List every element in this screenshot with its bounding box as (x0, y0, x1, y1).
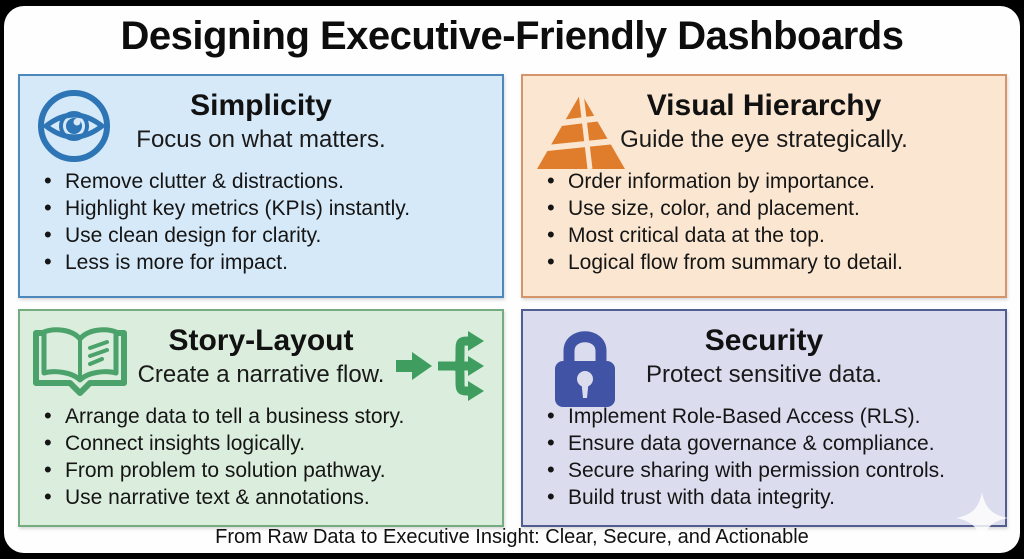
bullet-item: From problem to solution pathway. (42, 456, 502, 484)
bullet-item: Highlight key metrics (KPIs) instantly. (42, 194, 502, 222)
quadrant-story-layout: Story-Layout Create a narrative flow. Ar… (18, 309, 504, 527)
quadrant-header: Simplicity Focus on what matters. (20, 76, 502, 162)
quadrant-title: Security (704, 324, 824, 357)
quadrant-security: Security Protect sensitive data. Impleme… (521, 309, 1007, 527)
quadrant-subtitle: Protect sensitive data. (645, 361, 883, 388)
eye-icon (36, 88, 112, 169)
bullet-item: Use narrative text & annotations. (42, 483, 502, 511)
bullet-item: Arrange data to tell a business story. (42, 402, 502, 430)
quadrant-title: Visual Hierarchy (646, 89, 882, 122)
page-title: Designing Executive-Friendly Dashboards (120, 14, 904, 58)
quadrant-subtitle: Focus on what matters. (136, 126, 386, 153)
bullet-item: Use size, color, and placement. (545, 194, 1005, 222)
quadrant-header: Visual Hierarchy Guide the eye strategic… (523, 76, 1005, 170)
quadrant-header: Security Protect sensitive data. (523, 311, 1005, 407)
padlock-icon (543, 321, 627, 416)
quadrant-title: Simplicity (190, 89, 332, 122)
infographic-card: Designing Executive-Friendly Dashboards … (4, 6, 1020, 553)
footer-tagline: From Raw Data to Executive Insight: Clea… (215, 526, 809, 548)
bullet-item: Most critical data at the top. (545, 221, 1005, 249)
quadrant-grid: Simplicity Focus on what matters. Remove… (18, 74, 1007, 527)
bullet-item: Implement Role-Based Access (RLS). (545, 402, 1005, 430)
quadrant-title: Story-Layout (168, 324, 354, 357)
bullet-item: Remove clutter & distractions. (42, 167, 502, 195)
branch-arrows-icon (394, 321, 498, 416)
quadrant-header: Story-Layout Create a narrative flow. (20, 311, 502, 401)
bullet-item: Order information by importance. (545, 167, 1005, 195)
bullet-item: Logical flow from summary to detail. (545, 248, 1005, 276)
sparkle-icon (954, 490, 1010, 551)
bullet-item: Connect insights logically. (42, 429, 502, 457)
bullet-item: Secure sharing with permission controls. (545, 456, 1005, 484)
quadrant-visual-hierarchy: Visual Hierarchy Guide the eye strategic… (521, 74, 1007, 298)
quadrant-subtitle: Create a narrative flow. (137, 361, 385, 388)
bullet-list: Arrange data to tell a business story. C… (20, 402, 502, 511)
bullet-item: Build trust with data integrity. (545, 483, 1005, 511)
open-book-icon (32, 319, 128, 408)
bullet-list: Implement Role-Based Access (RLS). Ensur… (523, 402, 1005, 511)
bullet-item: Use clean design for clarity. (42, 221, 502, 249)
bullet-item: Less is more for impact. (42, 248, 502, 276)
bullet-list: Remove clutter & distractions. Highlight… (20, 167, 502, 276)
quadrant-simplicity: Simplicity Focus on what matters. Remove… (18, 74, 504, 298)
bullet-item: Ensure data governance & compliance. (545, 429, 1005, 457)
pyramid-icon (535, 90, 627, 179)
bullet-list: Order information by importance. Use siz… (523, 167, 1005, 276)
quadrant-subtitle: Guide the eye strategically. (620, 126, 908, 153)
